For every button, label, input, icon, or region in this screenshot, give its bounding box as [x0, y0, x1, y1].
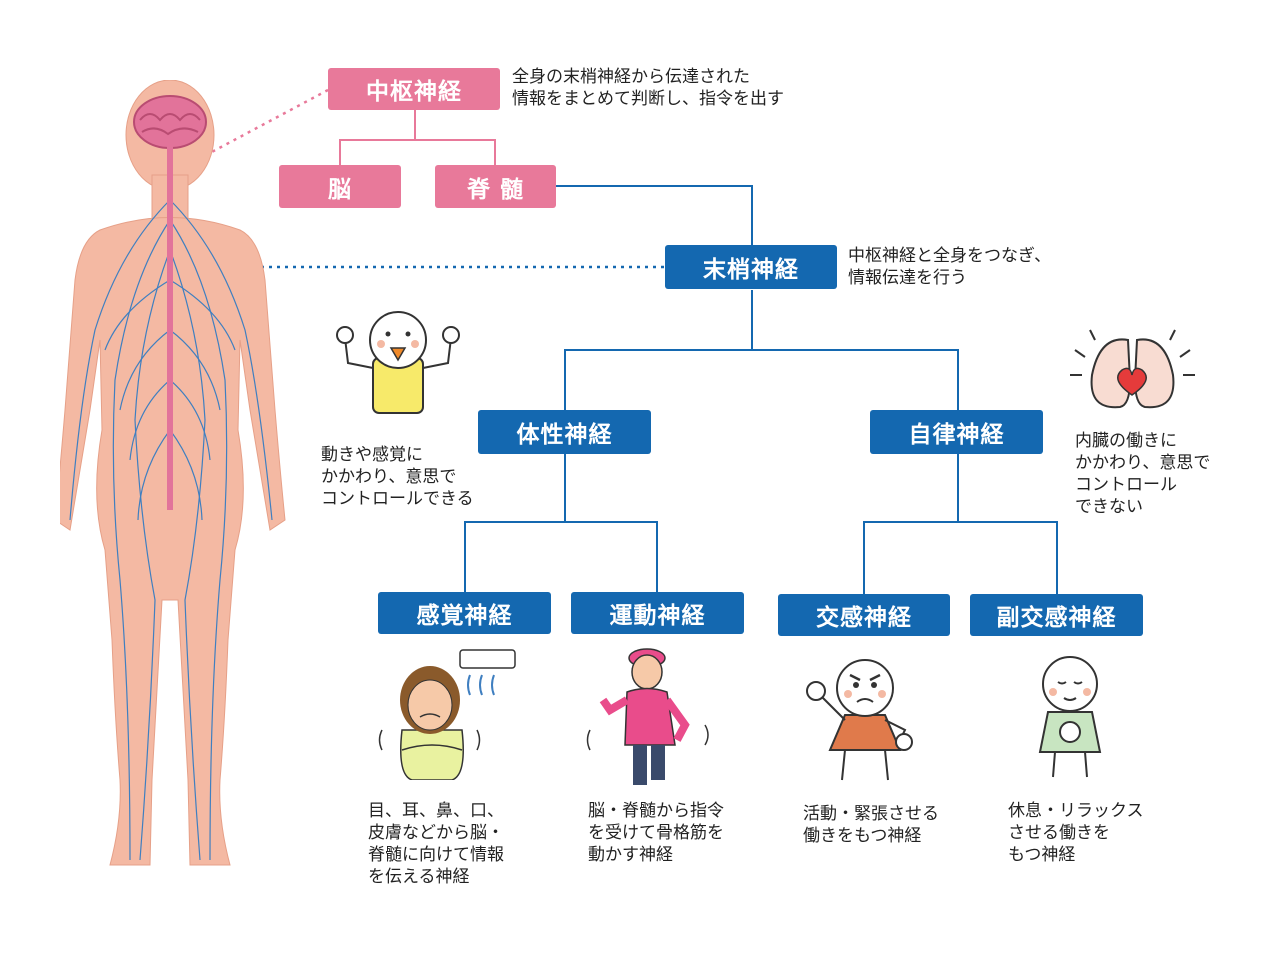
heart-icon	[1117, 367, 1147, 396]
central-label: 中枢神経	[366, 79, 462, 105]
central-nervous-system-box: 中枢神経	[328, 68, 500, 110]
sensory-nerve-box: 感覚神経	[378, 592, 551, 634]
human-body-illustration	[60, 80, 286, 866]
jogging-person-illustration	[586, 648, 709, 785]
sympathetic-label: 交感神経	[816, 605, 912, 631]
peripheral-description: 中枢神経と全身をつなぎ、 情報伝達を行う	[848, 246, 1052, 288]
somatic-description: 動きや感覚に かかわり、意思で コントロールできる	[321, 445, 474, 509]
brain-box: 脳	[279, 165, 401, 208]
cold-person-illustration	[378, 649, 516, 780]
parasympathetic-description: 休息・リラックス させる働きを もつ神経	[1008, 801, 1144, 865]
tense-mascot-illustration	[806, 659, 913, 781]
sensory-label: 感覚神経	[416, 603, 513, 629]
spinal-cord-label: 脊 髄	[466, 176, 524, 203]
peripheral-label: 末梢神経	[703, 257, 799, 283]
parasympathetic-label: 副交感神経	[996, 605, 1117, 631]
spinal-cord-box: 脊 髄	[435, 165, 556, 208]
autonomic-label: 自律神経	[908, 422, 1005, 448]
sensory-description: 目、耳、鼻、口、 皮膚などから脳・ 脊髄に向けて情報 を伝える神経	[368, 801, 504, 887]
parasympathetic-nerve-box: 副交感神経	[970, 594, 1143, 636]
central-description: 全身の末梢神経から伝達された 情報をまとめて判断し、指令を出す	[512, 67, 784, 109]
nerve-network	[69, 199, 273, 861]
sympathetic-nerve-box: 交感神経	[778, 594, 950, 636]
motor-description: 脳・脊髄から指令 を受けて骨格筋を 動かす神経	[588, 801, 724, 865]
flexing-mascot-illustration	[336, 311, 460, 414]
brain-label: 脳	[328, 176, 352, 203]
somatic-nervous-system-box: 体性神経	[478, 410, 651, 454]
autonomic-description: 内臓の働きに かかわり、意思で コントロール できない	[1075, 431, 1211, 517]
peripheral-nervous-system-box: 末梢神経	[665, 245, 837, 289]
somatic-label: 体性神経	[516, 422, 613, 448]
sympathetic-description: 活動・緊張させる 働きをもつ神経	[803, 804, 939, 846]
motor-nerve-box: 運動神経	[571, 592, 744, 634]
lungs-heart-illustration	[1070, 329, 1195, 409]
air-conditioner-icon	[459, 649, 516, 669]
autonomic-nervous-system-box: 自律神経	[870, 410, 1043, 454]
relaxed-mascot-illustration	[1038, 656, 1102, 778]
motor-label: 運動神経	[609, 603, 706, 629]
